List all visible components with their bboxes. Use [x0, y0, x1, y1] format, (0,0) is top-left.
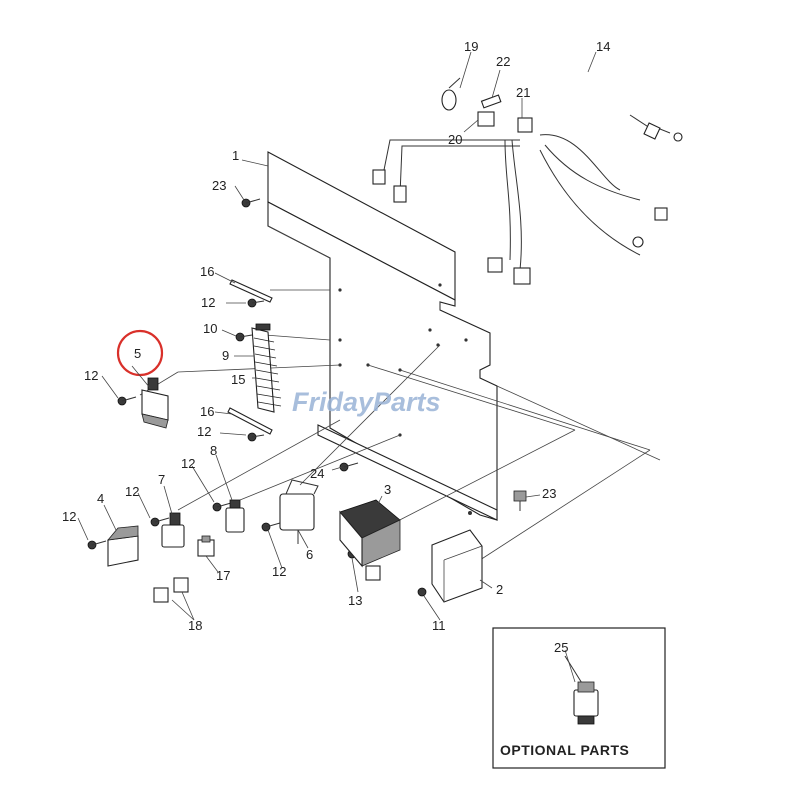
terminal-rods	[227, 279, 273, 435]
callout-23-b: 23	[542, 486, 556, 501]
callout-18: 18	[188, 618, 202, 633]
callout-3: 3	[384, 482, 391, 497]
callout-19: 19	[464, 39, 478, 54]
watermark: FridayParts	[292, 387, 441, 417]
callout-22: 22	[496, 54, 510, 69]
relay-5	[141, 377, 169, 429]
callout-10: 10	[203, 321, 217, 336]
relay-4	[107, 525, 139, 567]
terminal-block	[251, 323, 282, 413]
callout-2: 2	[496, 582, 503, 597]
connectors-18	[153, 577, 189, 603]
callout-12-c: 12	[197, 424, 211, 439]
callout-12-a: 12	[84, 368, 98, 383]
callout-17: 17	[216, 568, 230, 583]
callout-16-b: 16	[200, 404, 214, 419]
callout-20: 20	[448, 132, 462, 147]
wire-harness	[372, 68, 683, 285]
connector-17	[197, 535, 215, 557]
callout-12-e: 12	[125, 484, 139, 499]
callout-15: 15	[231, 372, 245, 387]
callout-8: 8	[210, 443, 217, 458]
callout-24: 24	[310, 466, 324, 481]
callout-6: 6	[306, 547, 313, 562]
callout-7: 7	[158, 472, 165, 487]
callout-9: 9	[222, 348, 229, 363]
callout-1: 1	[232, 148, 239, 163]
relay-7	[161, 512, 185, 548]
mounting-plate	[267, 151, 498, 521]
callout-12-f: 12	[62, 509, 76, 524]
callout-23-a: 23	[212, 178, 226, 193]
highlight-circle	[116, 329, 164, 377]
callout-14: 14	[596, 39, 610, 54]
callout-labels: 1 2 3 4 5 6 7 8 9 10 11 12 12 12 12 12 1…	[62, 39, 610, 655]
relay-8	[225, 499, 245, 533]
cover-2	[431, 529, 483, 603]
callout-21: 21	[516, 85, 530, 100]
callout-12-g: 12	[272, 564, 286, 579]
callout-12-d: 12	[181, 456, 195, 471]
callout-16-a: 16	[200, 264, 214, 279]
optional-parts-label: OPTIONAL PARTS	[500, 742, 629, 758]
callout-25: 25	[554, 640, 568, 655]
callout-11: 11	[432, 618, 446, 633]
relay-6	[279, 479, 319, 544]
callout-4: 4	[97, 491, 104, 506]
callout-leaders	[77, 51, 597, 683]
callout-13: 13	[348, 593, 362, 608]
callout-12-b: 12	[201, 295, 215, 310]
regulator-3	[339, 499, 401, 581]
leader-lines	[139, 289, 661, 561]
screws	[87, 198, 527, 597]
optional-parts-box: OPTIONAL PARTS	[492, 627, 666, 769]
callout-5: 5	[134, 346, 141, 361]
